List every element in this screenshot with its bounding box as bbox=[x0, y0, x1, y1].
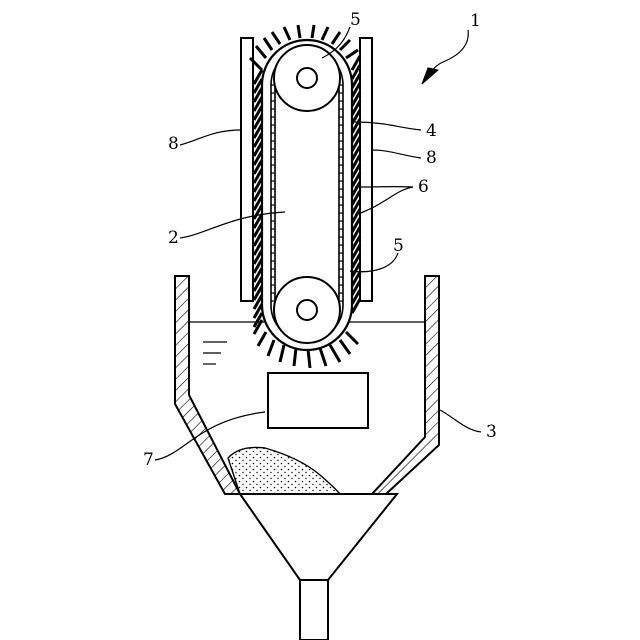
guide-plate-left bbox=[241, 38, 253, 301]
sediment bbox=[228, 447, 340, 494]
label-assembly: 1 bbox=[470, 11, 481, 31]
guide-plate-right bbox=[360, 38, 372, 301]
label-belt-surface: 4 bbox=[426, 121, 437, 141]
bristle bbox=[294, 348, 296, 366]
bristle bbox=[308, 349, 310, 368]
bristle bbox=[256, 46, 266, 58]
bristle bbox=[272, 32, 280, 44]
label-roller-bottom: 5 bbox=[393, 236, 404, 256]
label-belt: 2 bbox=[168, 228, 179, 248]
bristle bbox=[284, 27, 290, 40]
sediment-box bbox=[268, 373, 368, 428]
bristle bbox=[322, 27, 328, 40]
label-sediment-box: 7 bbox=[143, 450, 154, 470]
bristle bbox=[340, 40, 350, 50]
label-bristles: 6 bbox=[418, 177, 429, 197]
roller-top bbox=[274, 45, 340, 111]
label-tank: 3 bbox=[486, 422, 497, 442]
label-guide-left: 8 bbox=[168, 134, 179, 154]
bristle bbox=[268, 340, 274, 356]
bristle bbox=[312, 25, 314, 38]
label-roller-top: 5 bbox=[350, 10, 361, 30]
bristle bbox=[250, 58, 262, 70]
bristle bbox=[264, 38, 272, 50]
bristle bbox=[258, 332, 266, 346]
bristle bbox=[298, 25, 300, 38]
bristle bbox=[340, 340, 350, 354]
bristle bbox=[332, 32, 340, 44]
bristle bbox=[346, 332, 358, 344]
label-guide-right: 8 bbox=[426, 148, 437, 168]
bristle bbox=[280, 345, 284, 362]
roller-bottom bbox=[274, 277, 340, 343]
assembly-arrow bbox=[422, 30, 468, 84]
bristle bbox=[330, 345, 340, 362]
bristle bbox=[320, 348, 326, 366]
bristle bbox=[346, 50, 358, 58]
